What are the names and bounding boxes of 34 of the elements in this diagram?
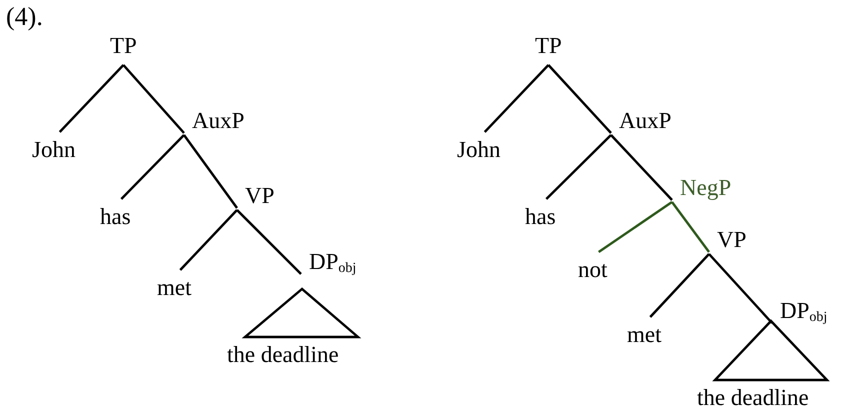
node-label: the deadline bbox=[227, 343, 339, 366]
node-label: AuxP bbox=[619, 109, 672, 132]
node-label: VP bbox=[245, 184, 274, 207]
node-label: met bbox=[627, 323, 662, 346]
branch-line bbox=[120, 134, 185, 200]
branch-line bbox=[546, 134, 612, 200]
branch-line bbox=[708, 253, 773, 324]
branch-line bbox=[671, 201, 710, 253]
branch-line bbox=[183, 134, 238, 209]
node-label: DP$_{obj}$ bbox=[309, 250, 356, 273]
node-label: TP bbox=[535, 34, 562, 57]
node-label: TP bbox=[110, 34, 137, 57]
branch-line bbox=[236, 209, 302, 275]
node-label: John bbox=[32, 138, 76, 161]
branch-line bbox=[610, 134, 673, 201]
branch-line bbox=[598, 201, 673, 253]
node-label: met bbox=[157, 276, 192, 299]
branch-line bbox=[548, 64, 612, 134]
node-label: the deadline bbox=[697, 386, 809, 409]
example-number: (4). bbox=[6, 4, 43, 30]
branch-line bbox=[58, 64, 124, 133]
node-label: DP$_{obj}$ bbox=[780, 299, 828, 322]
branch-line bbox=[484, 64, 550, 133]
node-label: VP bbox=[717, 228, 746, 251]
triangle bbox=[243, 287, 360, 339]
node-label: not bbox=[578, 258, 608, 281]
node-label: NegP bbox=[680, 176, 732, 199]
node-label: AuxP bbox=[192, 109, 244, 132]
node-label: has bbox=[100, 205, 131, 228]
branch-line bbox=[179, 209, 238, 271]
node-label: has bbox=[525, 205, 556, 228]
branch-line bbox=[122, 64, 185, 134]
branch-line bbox=[649, 253, 710, 318]
node-label: John bbox=[457, 138, 500, 161]
